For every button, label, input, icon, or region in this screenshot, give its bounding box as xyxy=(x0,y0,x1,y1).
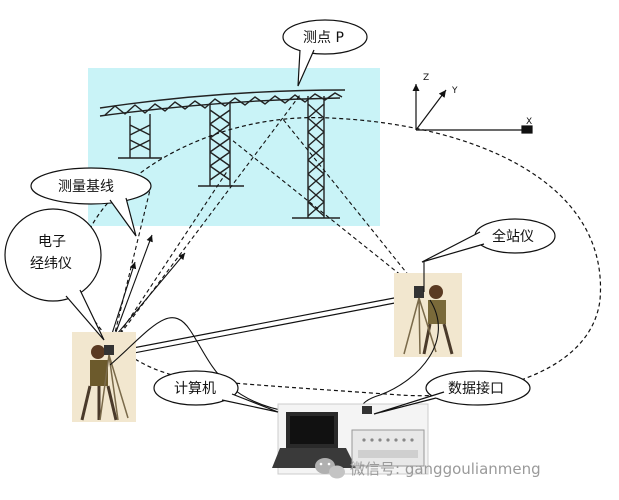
callout-theodolite: 电子 经纬仪 xyxy=(4,208,105,341)
axis-label-z: Z xyxy=(423,73,429,83)
callout-total-station-text: 全站仪 xyxy=(492,228,534,245)
callout-total-station: 全站仪 xyxy=(421,218,556,263)
callout-theodolite-line2: 经纬仪 xyxy=(30,256,72,272)
callout-computer: 计算机 xyxy=(153,370,279,413)
callout-data-interface-text: 数据接口 xyxy=(448,380,504,397)
axes-indicator xyxy=(412,84,533,134)
callout-theodolite-line1: 电子 xyxy=(38,234,66,250)
sky-panel xyxy=(88,68,380,226)
watermark: 微信号: ganggoulianmeng xyxy=(315,458,541,479)
callout-measure-point-text: 测点 P xyxy=(303,30,344,46)
truss-bridge xyxy=(99,89,346,219)
callout-data-interface: 数据接口 xyxy=(373,370,531,415)
callout-baseline: 测量基线 xyxy=(30,167,152,237)
callout-measure-point: 测点 P xyxy=(282,19,368,87)
measurement-arrows xyxy=(109,234,186,341)
base-line xyxy=(111,292,422,358)
callout-computer-text: 计算机 xyxy=(174,381,216,397)
watermark-text: 微信号: ganggoulianmeng xyxy=(350,460,541,478)
theodolite-operator-photo xyxy=(72,332,136,422)
computer-and-interface-photo xyxy=(272,403,429,475)
total-station-operator-photo xyxy=(394,273,462,357)
axis-label-x: X xyxy=(526,117,532,127)
axis-label-y: Y xyxy=(451,86,458,96)
callout-baseline-text: 测量基线 xyxy=(58,178,114,195)
wechat-icon xyxy=(315,458,345,479)
